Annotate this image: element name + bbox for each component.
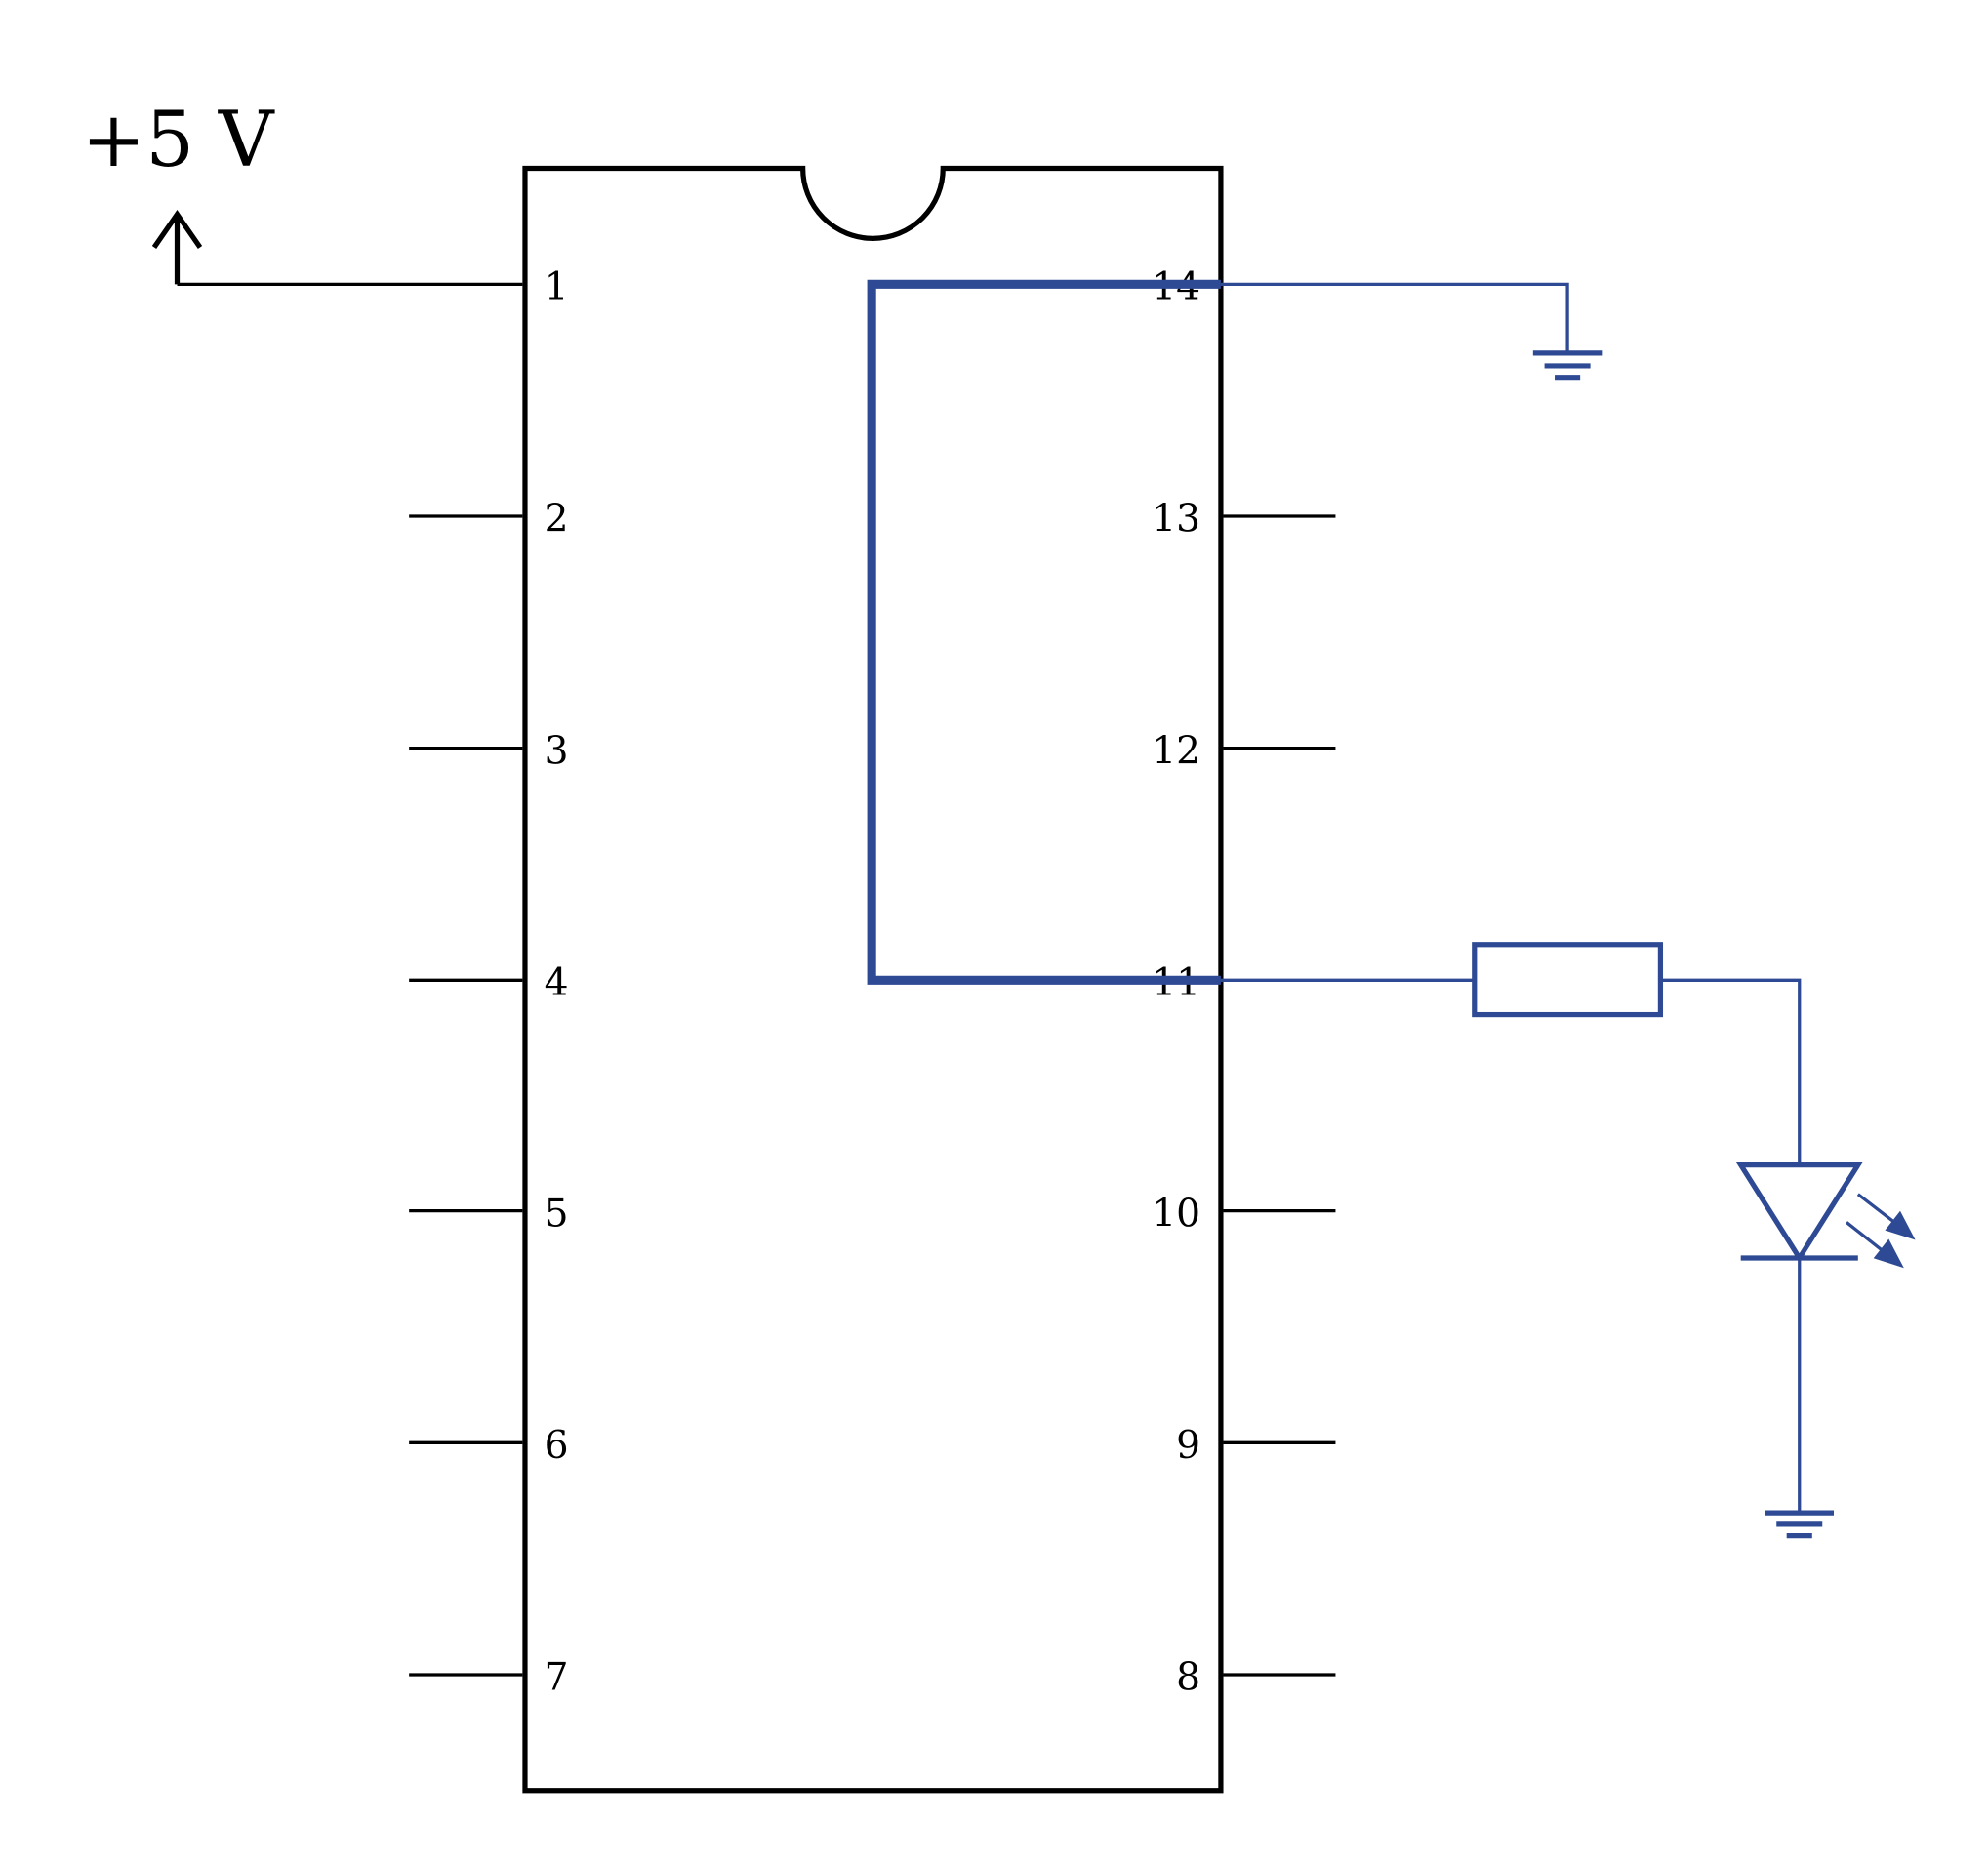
pin-label-right: 9 xyxy=(1176,1424,1200,1468)
pin-label-right: 12 xyxy=(1152,729,1200,773)
pin-label-left: 3 xyxy=(545,729,569,773)
resistor-wire xyxy=(1220,978,1802,1165)
pin-label-right: 10 xyxy=(1152,1192,1200,1236)
pin-label-left: 5 xyxy=(545,1192,569,1236)
pin-label-left: 7 xyxy=(545,1656,569,1700)
resistor-icon xyxy=(1472,942,1664,1018)
ground-icon xyxy=(1532,350,1603,381)
pin-label-left: 4 xyxy=(545,961,569,1005)
led-icon xyxy=(1735,1162,1916,1269)
pin-label-right: 8 xyxy=(1176,1656,1200,1700)
supply-label: +5 V xyxy=(82,96,275,184)
pin-label-right: 13 xyxy=(1152,498,1200,542)
ground-wire-top xyxy=(1220,282,1569,353)
ground-icon xyxy=(1765,1510,1835,1539)
supply-arrow-icon xyxy=(151,209,203,285)
pin-label-left: 2 xyxy=(545,498,569,542)
pin-label-left: 6 xyxy=(545,1424,569,1468)
highlighted-circuit xyxy=(867,279,1916,1539)
pin14-pin11-link xyxy=(867,279,1221,985)
pin-label-left: 1 xyxy=(545,265,569,309)
ic-chip xyxy=(522,165,1224,1794)
supply: +5 V xyxy=(82,96,523,286)
chip-body xyxy=(522,165,1224,1794)
